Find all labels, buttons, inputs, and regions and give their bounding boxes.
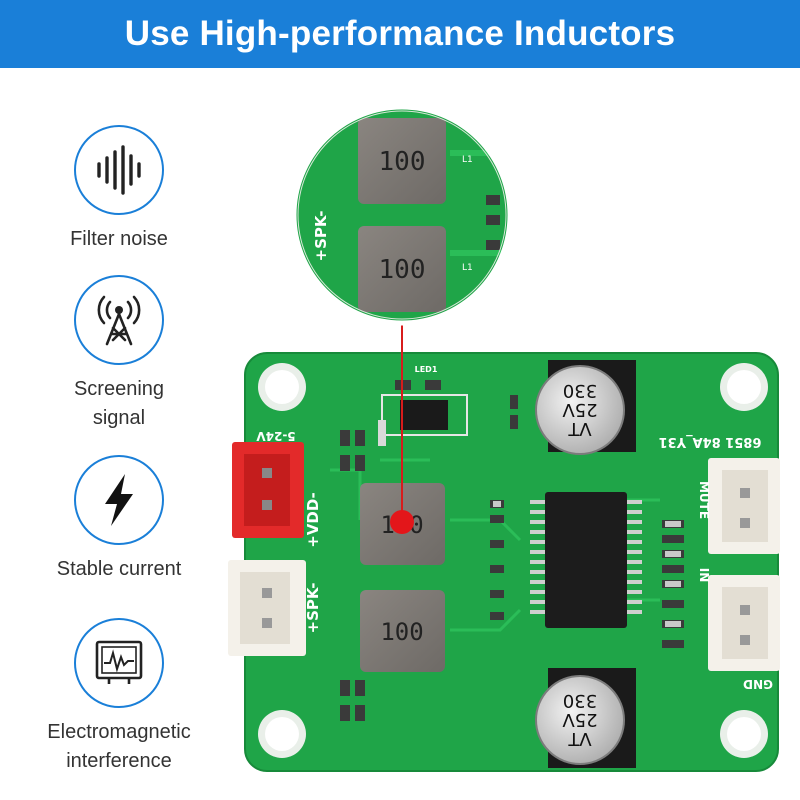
capacitor-bottom: VT 25V 330 xyxy=(535,668,636,768)
capacitor-top: VT 25V 330 xyxy=(535,360,636,455)
page-title: Use High-performance Inductors xyxy=(124,14,676,53)
feature-label: Stable current xyxy=(56,558,182,580)
feature-electromagnetic-interference: Electromagnetic interference xyxy=(40,618,198,776)
svg-text:25V: 25V xyxy=(562,709,598,730)
svg-text:100: 100 xyxy=(380,618,423,646)
mute-connector xyxy=(708,458,780,554)
svg-text:VT: VT xyxy=(567,418,591,439)
svg-text:+SPK-: +SPK- xyxy=(304,583,322,634)
svg-text:100: 100 xyxy=(379,255,426,285)
lightning-bolt-icon xyxy=(74,455,164,545)
feature-filter-noise: Filter noise xyxy=(40,125,198,254)
callout-dot xyxy=(390,510,414,534)
feature-label: Filter noise xyxy=(70,228,168,250)
svg-text:330: 330 xyxy=(563,380,597,401)
power-connector xyxy=(232,442,304,538)
svg-text:IN: IN xyxy=(697,568,711,583)
oscilloscope-icon xyxy=(74,618,164,708)
feature-stable-current: Stable current xyxy=(40,455,198,584)
svg-text:LED1: LED1 xyxy=(415,365,438,374)
feature-label: Electromagnetic interference xyxy=(47,721,191,772)
svg-text:L1: L1 xyxy=(462,155,473,165)
svg-text:5-24V: 5-24V xyxy=(256,429,296,443)
svg-text:MUTE: MUTE xyxy=(697,481,711,519)
svg-text:6851 84A_Y31: 6851 84A_Y31 xyxy=(659,434,762,449)
svg-text:+VDD-: +VDD- xyxy=(304,492,322,548)
speaker-connector xyxy=(228,560,306,656)
magnified-inductors: 100 100 +SPK- L1 L1 xyxy=(291,104,513,326)
svg-text:GND: GND xyxy=(743,677,773,691)
svg-text:L1: L1 xyxy=(462,263,473,273)
svg-text:330: 330 xyxy=(563,690,597,711)
signal-tower-icon xyxy=(74,275,164,365)
sound-wave-icon xyxy=(74,125,164,215)
pcb-board: VT 25V 330 VT 25V 330 100 100 xyxy=(228,352,780,772)
svg-text:VT: VT xyxy=(567,728,591,749)
feature-label: Screening signal xyxy=(73,378,165,429)
title-banner: Use High-performance Inductors xyxy=(0,0,800,68)
input-connector xyxy=(708,575,780,671)
svg-text:+SPK-: +SPK- xyxy=(312,211,330,262)
inductor-bottom: 100 xyxy=(360,590,445,672)
svg-text:100: 100 xyxy=(379,147,426,177)
svg-text:25V: 25V xyxy=(562,399,598,420)
feature-screening-signal: Screening signal xyxy=(40,275,198,433)
